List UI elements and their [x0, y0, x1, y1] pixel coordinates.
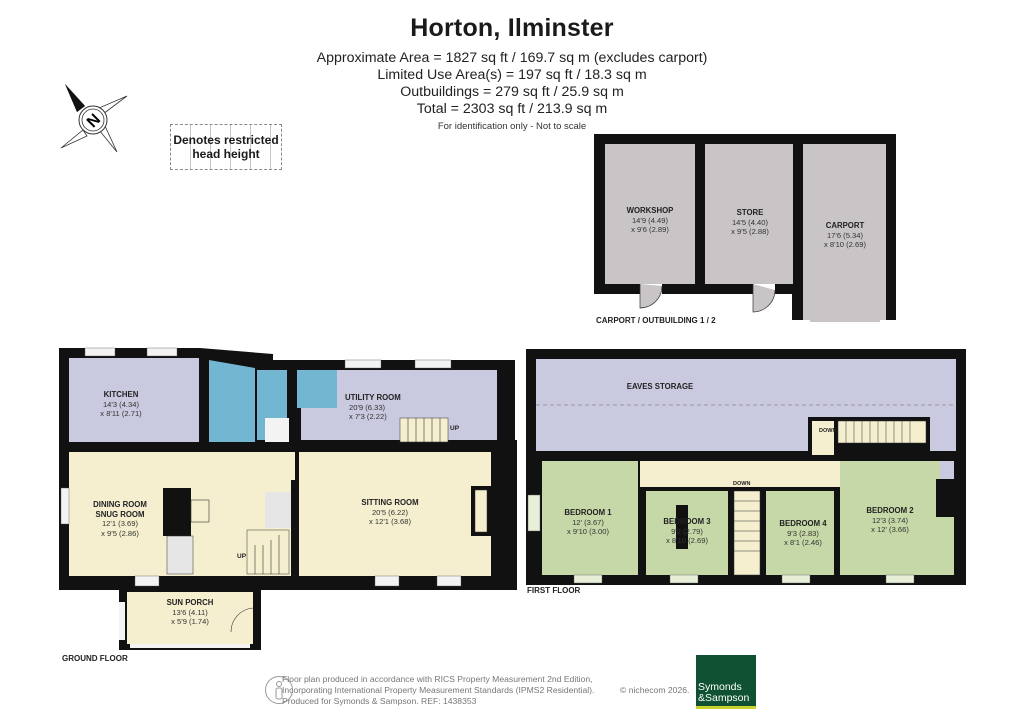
ipms-person-icon: [265, 676, 293, 704]
sitting-room: [299, 452, 491, 576]
compass-north-icon: N: [60, 84, 128, 153]
outbuildings-plan: [594, 134, 896, 322]
utility-stairs-up-label: UP: [450, 425, 460, 432]
store-room: [705, 144, 793, 284]
outbuildings-floor-label: CARPORT / OUTBUILDING 1 / 2: [596, 316, 716, 325]
carport-room: [803, 144, 886, 320]
first-floor-stairs: [733, 490, 761, 576]
bedroom-1-label: BEDROOM 1 12' (3.67) x 9'10 (3.00): [564, 508, 612, 536]
workshop-label: WORKSHOP 14'9 (4.49) x 9'6 (2.89): [626, 206, 674, 234]
outbuildings-area: Outbuildings = 279 sq ft / 25.9 sq m: [400, 84, 624, 100]
sitting-room-label: SITTING ROOM 20'5 (6.22) x 12'1 (3.68): [361, 498, 419, 526]
restricted-head-height-legend: Denotes restricted head height: [170, 124, 282, 170]
carport-label: CARPORT 17'6 (5.34) x 8'10 (2.69): [824, 221, 866, 249]
legend-line-2: head height: [192, 147, 260, 161]
sun-porch-label: SUN PORCH 13'6 (4.11) x 5'9 (1.74): [166, 598, 214, 626]
dining-snug-room: [69, 452, 163, 576]
bedroom-4-label: BEDROOM 4 9'3 (2.83) x 8'1 (2.46): [779, 519, 827, 547]
symonds-sampson-logo: Symonds &Sampson: [696, 655, 756, 709]
bedroom-2-label: BEDROOM 2 12'3 (3.74) x 12' (3.66): [866, 506, 914, 534]
kitchen-label: KITCHEN 14'3 (4.34) x 8'11 (2.71): [100, 390, 142, 418]
scale-note: For identification only - Not to scale: [437, 121, 587, 132]
bedroom-4-room: [766, 491, 834, 575]
footer-disclaimer: Floor plan produced in accordance with R…: [282, 674, 595, 706]
bedroom-2-room: [840, 461, 954, 575]
ground-floor-plan: [59, 347, 517, 650]
eaves-storage-label: EAVES STORAGE: [626, 382, 694, 391]
dining-snug-label: DINING ROOM SNUG ROOM 12'1 (3.69) x 9'5 …: [93, 500, 147, 538]
landing-stairs-down-label: DOWN: [733, 481, 751, 487]
approximate-area: Approximate Area = 1827 sq ft / 169.7 sq…: [316, 50, 708, 66]
page-title: Horton, Ilminster: [410, 14, 614, 42]
store-label: STORE 14'5 (4.40) x 9'5 (2.88): [731, 208, 769, 236]
landing-area: [640, 461, 840, 487]
first-floor-plan: [526, 349, 966, 585]
main-stairs-up-label: UP: [237, 553, 247, 560]
first-floor-label: FIRST FLOOR: [527, 586, 581, 595]
bathroom-room: [209, 360, 255, 442]
utility-room-label: UTILITY ROOM 20'9 (6.33) x 7'3 (2.22): [345, 393, 401, 421]
kitchen-room: [69, 358, 199, 442]
limited-use-area: Limited Use Area(s) = 197 sq ft / 18.3 s…: [377, 67, 647, 83]
bedroom-1-room: [542, 461, 638, 575]
legend-line-1: Denotes restricted: [173, 133, 279, 147]
eaves-stairs-down-label: DOWN: [819, 428, 837, 434]
ground-floor-label: GROUND FLOOR: [62, 654, 128, 663]
workshop-room: [605, 144, 695, 284]
copyright-text: © nichecom 2026.: [620, 685, 690, 695]
sun-porch-room: [127, 592, 253, 644]
bedroom-3-label: BEDROOM 3 9'2 (2.79) x 8'10 (2.69): [663, 517, 711, 545]
total-area: Total = 2303 sq ft / 213.9 sq m: [416, 101, 608, 117]
